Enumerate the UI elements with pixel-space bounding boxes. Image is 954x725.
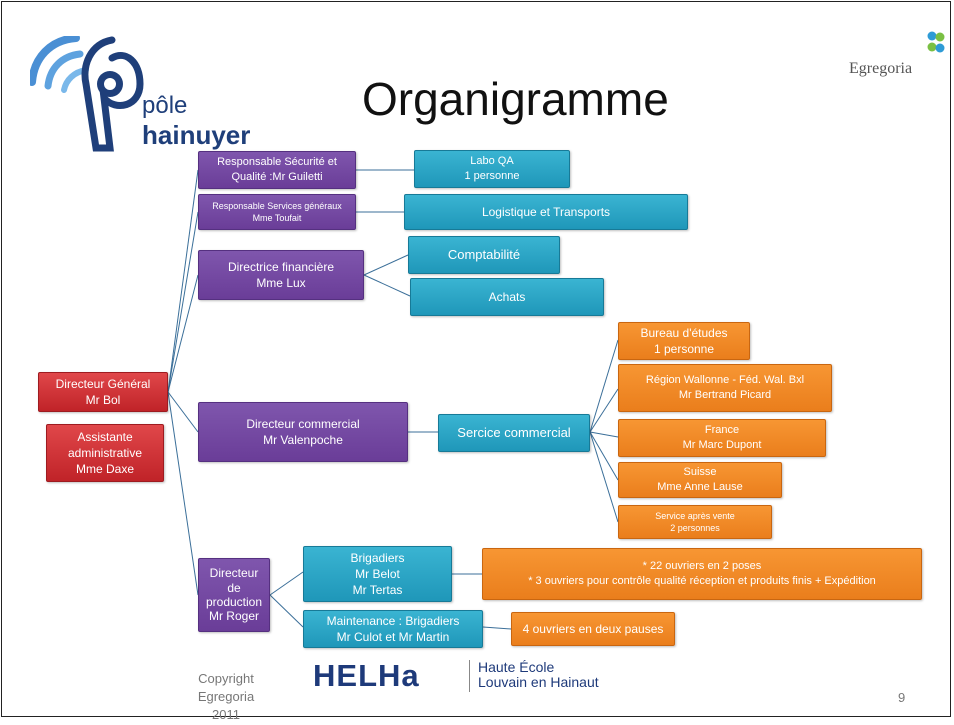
labo-count: 1 personne	[464, 170, 520, 182]
suisse-box: Suisse Mme Anne Lause	[618, 462, 782, 498]
maintenance-box: Maintenance : Brigadiers Mr Culot et Mr …	[303, 610, 483, 648]
assistante-title-1: Assistante	[77, 429, 133, 444]
production-title-1: Directeur	[209, 566, 259, 581]
connector-production-maintenance	[269, 594, 304, 628]
signal-wave-icon	[30, 36, 144, 152]
france-title: France	[704, 424, 740, 437]
directeur-commercial-box: Directeur commercial Mr Valenpoche	[198, 402, 408, 462]
hainuyer-logo-text: hainuyer	[142, 120, 251, 150]
france-name: Mr Marc Dupont	[682, 439, 762, 451]
logistique-box: Logistique et Transports	[404, 194, 688, 230]
helha-logo-word: HELHa	[313, 658, 420, 693]
connector-dg-financiere	[167, 274, 199, 393]
production-title-3: production	[205, 595, 263, 609]
comptabilite-title: Comptabilité	[447, 247, 521, 263]
achats-title: Achats	[488, 289, 526, 304]
suisse-name: Mme Anne Lause	[657, 481, 743, 493]
page-number: 9	[898, 690, 906, 705]
responsable-securite-box: Responsable Sécurité et Qualité :Mr Guil…	[198, 151, 356, 189]
connector-financiere-comptabilite	[363, 254, 409, 276]
connector-dg-securite	[167, 169, 199, 393]
copyright-line-2: Egregoria	[197, 689, 255, 705]
france-box: France Mr Marc Dupont	[618, 419, 826, 457]
brigadiers-name-2: Mr Tertas	[352, 583, 403, 598]
connector-service-bureau	[589, 339, 619, 433]
production-title-2: de	[227, 580, 241, 595]
service-commercial-title: Sercice commercial	[457, 425, 571, 441]
financiere-title: Directrice financière	[227, 259, 335, 274]
assistante-box: Assistante administrative Mme Daxe	[46, 424, 164, 482]
assistante-title-2: administrative	[67, 445, 143, 460]
connector-maintenance-pauses	[482, 626, 512, 630]
directeur-general-box: Directeur Général Mr Bol	[38, 372, 168, 412]
labo-title: Labo QA	[470, 155, 514, 168]
connector-financiere-achats	[363, 274, 411, 297]
egregoria-logo-text: Egregoria	[849, 60, 913, 77]
assistante-name: Mme Daxe	[75, 462, 134, 477]
comptabilite-box: Comptabilité	[408, 236, 560, 274]
bureau-etudes-box: Bureau d'études 1 personne	[618, 322, 750, 360]
egregoria-logo: Egregoria	[844, 30, 952, 84]
connector-production-brigadiers	[269, 571, 304, 596]
apres-vente-title: Service après vente	[655, 510, 735, 521]
services-title: Responsable Services généraux	[212, 200, 342, 211]
directeur-general-name: Mr Bol	[85, 393, 121, 407]
service-apres-vente-box: Service après vente 2 personnes	[618, 505, 772, 539]
connector-service-wallonie	[589, 388, 619, 433]
brigadiers-box: Brigadiers Mr Belot Mr Tertas	[303, 546, 452, 602]
pauses-title: 4 ouvriers en deux pauses	[522, 621, 664, 636]
slide-title: Organigramme	[362, 73, 669, 125]
copyright-line-1: Copyright	[198, 671, 254, 686]
directrice-financiere-box: Directrice financière Mme Lux	[198, 250, 364, 300]
production-name: Mr Roger	[208, 609, 259, 624]
connector-dg-services	[167, 211, 199, 393]
logistique-title: Logistique et Transports	[481, 204, 611, 219]
connector-dg-production	[167, 391, 199, 596]
commercial-title: Directeur commercial	[246, 416, 360, 431]
financiere-name: Mme Lux	[256, 276, 306, 290]
pole-logo-text: pôle	[142, 92, 188, 119]
service-commercial-box: Sercice commercial	[438, 414, 590, 452]
responsable-services-box: Responsable Services généraux Mme Toufai…	[198, 194, 356, 230]
connector-service-suisse	[589, 431, 619, 481]
securite-name: Qualité :Mr Guiletti	[231, 171, 323, 183]
brigadiers-title: Brigadiers	[350, 550, 405, 565]
wallonie-title: Région Wallonne - Féd. Wal. Bxl	[645, 374, 805, 387]
directeur-production-box: Directeur de production Mr Roger	[198, 558, 270, 632]
connector-dg-commercial	[167, 391, 199, 433]
copyright-notice: Copyright Egregoria 2011	[180, 670, 272, 725]
copyright-line-3: 2011	[212, 707, 240, 723]
services-name: Mme Toufait	[252, 213, 302, 223]
commercial-name: Mr Valenpoche	[263, 433, 343, 447]
pauses-box: 4 ouvriers en deux pauses	[511, 612, 675, 646]
egregoria-leaf-icon	[927, 31, 945, 53]
brigadiers-name-1: Mr Belot	[355, 566, 400, 581]
wallonie-name: Mr Bertrand Picard	[678, 389, 772, 401]
helha-subtitle-line-1: Haute École	[478, 659, 555, 675]
securite-title: Responsable Sécurité et	[217, 156, 337, 169]
apres-vente-count: 2 personnes	[670, 523, 720, 533]
bureau-count: 1 personne	[653, 342, 715, 356]
region-wallonne-box: Région Wallonne - Féd. Wal. Bxl Mr Bertr…	[618, 364, 832, 412]
suisse-title: Suisse	[683, 466, 717, 479]
directeur-general-title: Directeur Général	[55, 376, 151, 391]
maintenance-title: Maintenance : Brigadiers	[326, 613, 460, 628]
bureau-title: Bureau d'études	[640, 325, 728, 340]
ouvriers-line-1: * 22 ouvriers en 2 poses	[642, 560, 762, 573]
achats-box: Achats	[410, 278, 604, 316]
helha-logo-separator	[469, 660, 470, 692]
connector-service-apres-vente	[589, 431, 619, 523]
maintenance-names: Mr Culot et Mr Martin	[336, 630, 450, 644]
connector-service-france	[589, 431, 619, 438]
pole-hainuyer-logo: pôle hainuyer	[30, 36, 250, 156]
labo-qa-box: Labo QA 1 personne	[414, 150, 570, 188]
ouvriers-line-2: * 3 ouvriers pour contrôle qualité récep…	[528, 575, 876, 587]
ouvriers-box: * 22 ouvriers en 2 poses * 3 ouvriers po…	[482, 548, 922, 600]
helha-subtitle-line-2: Louvain en Hainaut	[478, 674, 599, 691]
helha-logo-subtitle: Haute École Louvain en Hainaut	[478, 659, 599, 691]
